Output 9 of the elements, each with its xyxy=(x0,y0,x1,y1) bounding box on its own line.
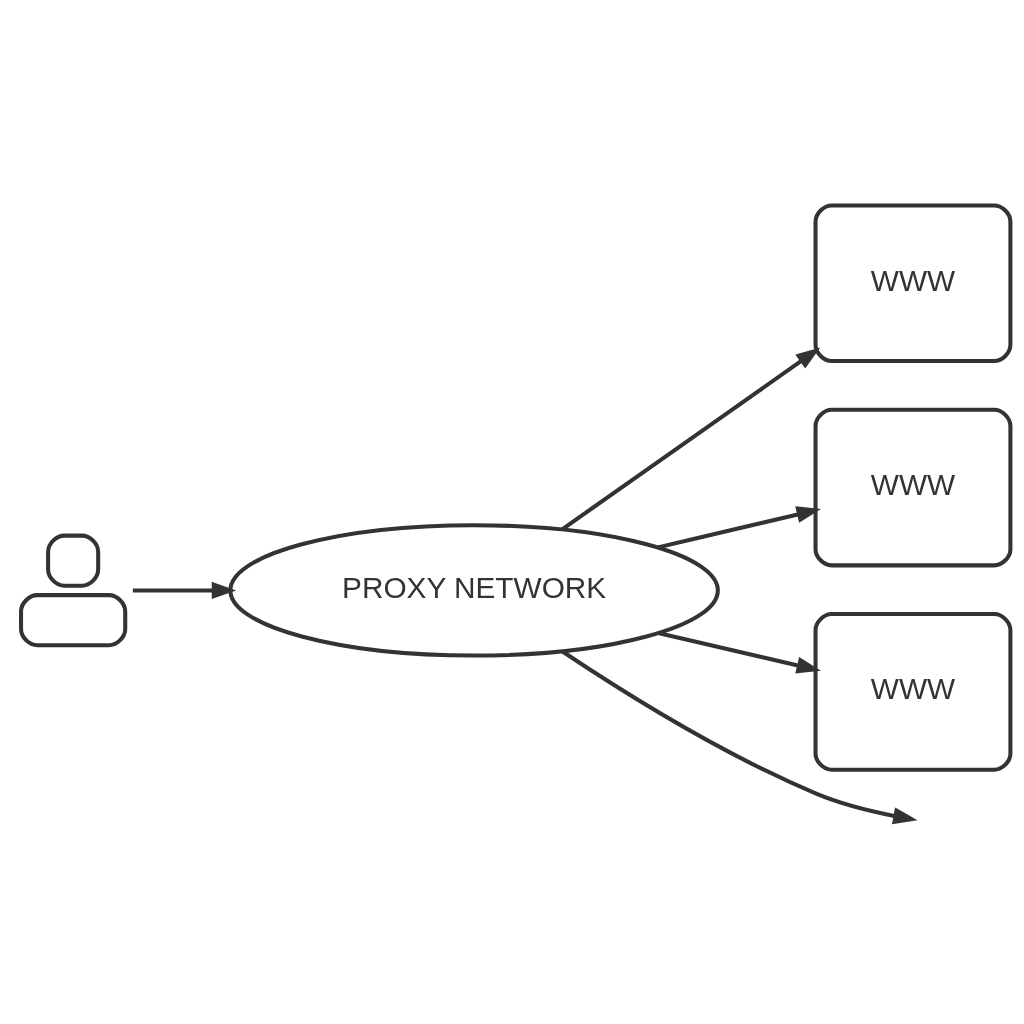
arrow xyxy=(561,347,821,531)
node-box: WWW xyxy=(813,407,1013,567)
node-box: WWW xyxy=(813,202,1013,363)
arrow xyxy=(658,630,821,674)
node-box: WWW xyxy=(813,611,1013,772)
node-ellipse: PROXY NETWORK xyxy=(228,522,720,658)
arrow xyxy=(561,649,918,824)
arrow xyxy=(132,581,237,599)
arrow xyxy=(657,505,821,549)
